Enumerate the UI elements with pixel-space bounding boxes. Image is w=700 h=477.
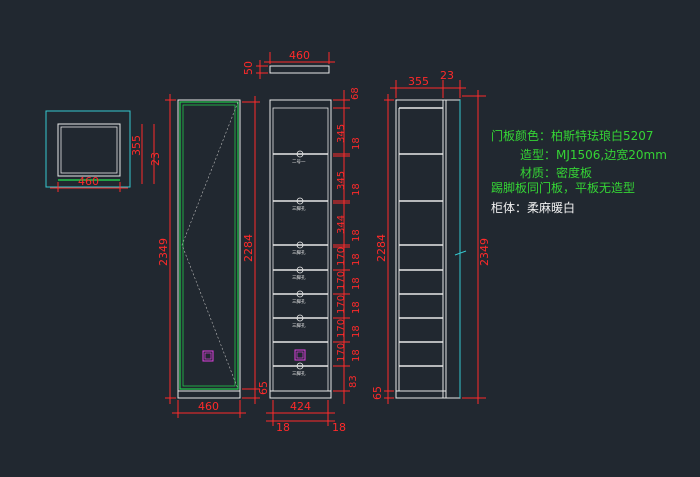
interior-dim: 170 [336,271,347,290]
handle-icon [294,349,306,361]
interior-dim: 18 [351,253,362,266]
top-view-width-dim: 460 [78,175,99,188]
interior-dim: 344 [336,215,347,234]
interior-dim: 18 [351,183,362,196]
interior-dim: 18 [351,349,362,362]
side-height-total-dim: 2349 [478,238,491,266]
interior-dim: 170 [336,343,347,362]
interior-dim: 18 [351,325,362,338]
hole-label: 三脚孔 [292,249,306,256]
interior-dim: 68 [350,87,361,100]
interior-dim: 18 [351,137,362,150]
front-height-total-dim: 2349 [157,238,170,266]
interior-dim: 345 [336,124,347,143]
top-view-side-dim: 23 [149,152,162,166]
interior-dim: 345 [336,171,347,190]
interior-width-dim: 424 [290,400,311,413]
interior-dim: 18 [351,277,362,290]
kickboard-note: 踢脚板同门板，平板无造型 [491,181,636,195]
side-kick-dim: 65 [371,386,384,400]
handle-icon [202,350,214,362]
hole-label: 三脚孔 [292,205,306,212]
top-strip-height-dim: 50 [242,61,255,75]
interior-dim: 18 [351,301,362,314]
side-height-inner-dim: 2284 [375,234,388,262]
side-depth-dim: 355 [408,75,429,88]
hole-label: 三脚孔 [292,370,306,377]
hole-label: 三脚孔 [292,274,306,281]
interior-left-side-dim: 18 [276,421,290,434]
side-view: 355 23 2284 65 2349 [371,69,491,404]
interior-dim: 170 [336,319,347,338]
interior-dim: 170 [336,295,347,314]
door-color-note: 门板颜色：柏斯特珐琅白5207 [491,129,654,143]
top-view-depth-dim: 355 [130,135,143,156]
hole-label: 二号一 [292,159,306,165]
front-door-view: 2349 2284 65 460 [157,94,270,418]
front-width-dim: 460 [198,400,219,413]
hole-label: 三脚孔 [292,298,306,305]
side-back-dim: 23 [440,69,454,82]
top-strip-width-dim: 460 [289,49,310,62]
interior-view: 二号一 三脚孔 三脚孔 三脚孔 三脚孔 三脚孔 三脚孔 68 345 [266,87,362,434]
door-style-note: 造型：MJ1506,边宽20mm [520,148,667,162]
top-strip: 460 50 [242,49,335,79]
hole-label: 三脚孔 [292,322,306,329]
interior-dim: 170 [336,247,347,266]
top-view: 460 355 23 [45,110,162,192]
interior-dim: 83 [348,375,359,388]
front-kick-dim: 65 [257,381,270,395]
front-height-door-dim: 2284 [242,234,255,262]
cabinet-body-note: 柜体：柔麻暖白 [491,201,576,215]
interior-right-side-dim: 18 [332,421,346,434]
material-note: 材质：密度板 [520,166,593,180]
interior-dim: 18 [351,229,362,242]
